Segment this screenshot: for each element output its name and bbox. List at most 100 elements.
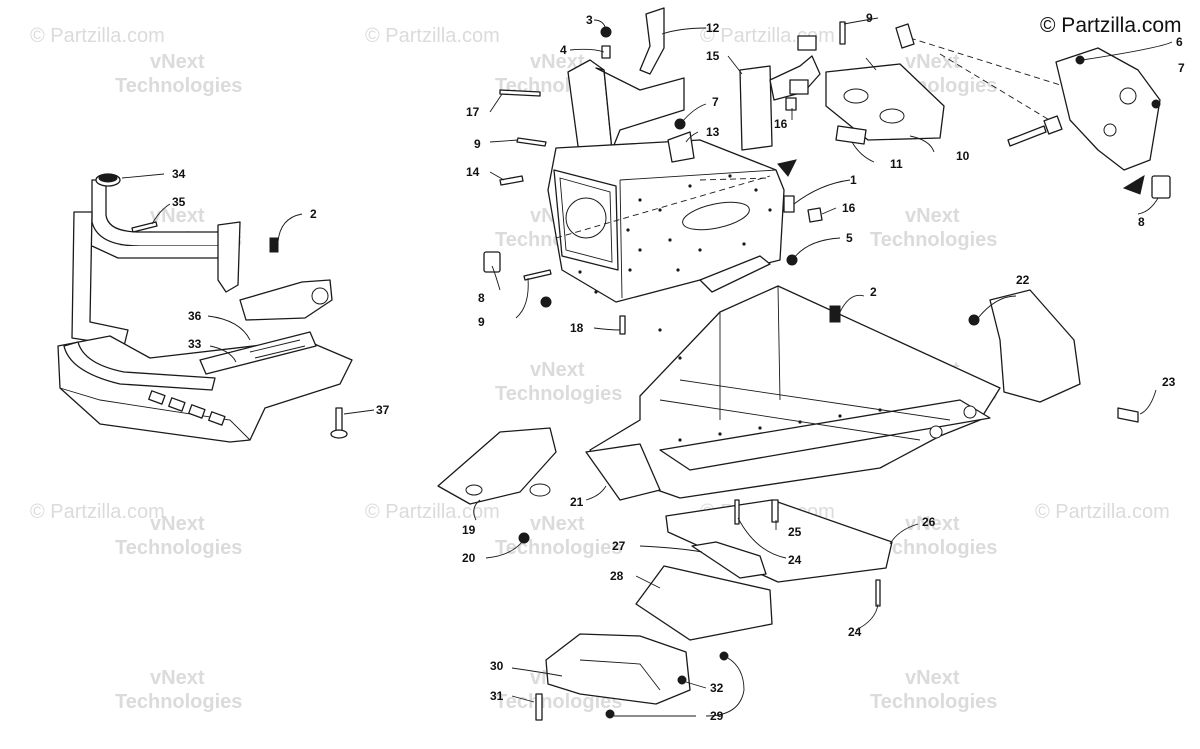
bulkhead-lower-lip: [699, 255, 771, 293]
callout-23: 23: [1162, 375, 1176, 389]
callout-36: 36: [188, 309, 202, 323]
bracket-19: [437, 427, 557, 505]
bumper-front-loop: [63, 341, 216, 391]
callout-16: 16: [842, 201, 856, 215]
callout-9: 9: [474, 137, 481, 151]
callout-7: 7: [712, 95, 719, 109]
frame-hole: [929, 425, 943, 439]
foam-pad-8: [483, 251, 501, 273]
watermark-brand: vNext: [905, 51, 960, 73]
callout-5: 5: [846, 231, 853, 245]
bolt-23: [1117, 407, 1139, 423]
watermark-brand: Technologies: [870, 537, 997, 559]
bolt-37-head: [330, 429, 348, 439]
watermark-brand: vNext: [905, 667, 960, 689]
bumper-support-arm: [239, 279, 333, 321]
rivet-24b: [875, 579, 881, 607]
bolt-17: [499, 89, 541, 97]
watermark-brand: Technologies: [495, 537, 622, 559]
guide-line: [555, 175, 771, 239]
watermark-brand: Technologies: [115, 537, 242, 559]
watermark-brand: vNext: [530, 359, 585, 381]
frame-rivets: [658, 328, 882, 442]
callout-21: 21: [570, 495, 584, 509]
callout-14: 14: [466, 165, 480, 179]
callout-35: 35: [172, 195, 186, 209]
belly-pan-assembly: [535, 499, 893, 721]
bumper-mount-hole: [311, 287, 329, 305]
bumper-side-bar: [71, 211, 129, 347]
wire-harness-15: [769, 55, 821, 101]
callout-19: 19: [462, 523, 476, 537]
callout-31: 31: [490, 689, 504, 703]
hinge-nut: [1043, 115, 1063, 135]
watermark-brand: vNext: [530, 513, 585, 535]
skid-plate-edge: [59, 387, 251, 441]
rivet-9b: [523, 269, 552, 281]
watermark-brand: Technologies: [495, 691, 622, 713]
skid-plate-28: [635, 565, 773, 641]
electrical-assembly: [739, 21, 945, 151]
hinge-bolt: [1007, 125, 1047, 147]
callout-2: 2: [870, 285, 877, 299]
hinge-hole: [1103, 123, 1117, 137]
bulkhead-rivets: [578, 174, 772, 294]
callout-27: 27: [612, 539, 626, 553]
screw-35: [131, 221, 158, 233]
clip-20: [518, 532, 530, 544]
nut-22: [968, 314, 980, 326]
watermark-site: © Partzilla.com: [1035, 501, 1170, 523]
frame-hole: [963, 405, 977, 419]
callout-16: 16: [774, 117, 788, 131]
foam-pad-8b: [1151, 175, 1171, 199]
bracket-12: [639, 7, 665, 75]
rivet-9: [516, 137, 547, 147]
direction-arrow: [777, 159, 797, 177]
guide-line: [939, 53, 1057, 125]
callout-10: 10: [956, 149, 970, 163]
callout-labels: 1 2 2 3 4 5 6 7 7 8 8 9 9 9 10 11 12 13 …: [172, 11, 1185, 723]
chassis-frame: [437, 285, 1139, 544]
headlight-inner-frame: [559, 177, 613, 263]
bracket-19-hole: [465, 484, 483, 496]
watermark-brand: vNext: [150, 51, 205, 73]
bumper-grab-bar: [199, 331, 317, 375]
side-bracket-22: [989, 289, 1081, 403]
bulkhead-oval-hole: [682, 201, 750, 231]
callout-11: 11: [890, 157, 903, 171]
watermark-brand: Technologies: [115, 75, 242, 97]
skid-plate-30: [545, 633, 691, 705]
callout-33: 33: [188, 337, 202, 351]
bolt-18: [619, 315, 626, 335]
watermark-brand: vNext: [530, 51, 585, 73]
callout-15: 15: [706, 49, 720, 63]
callout-13: 13: [706, 125, 720, 139]
callout-22: 22: [1016, 273, 1030, 287]
frame-upright: [719, 285, 781, 420]
frame-rail-line: [659, 399, 921, 441]
headlight-hole: [565, 197, 607, 239]
direction-arrow: [1122, 174, 1145, 195]
callout-17: 17: [466, 105, 480, 119]
callout-25: 25: [788, 525, 802, 539]
callout-8: 8: [478, 291, 485, 305]
callout-28: 28: [610, 569, 624, 583]
bracket-11: [835, 125, 867, 145]
bolt-31: [535, 693, 543, 721]
bulkhead-upper-panel: [595, 67, 685, 151]
frame-cross-member: [659, 399, 991, 471]
screw-9: [839, 21, 846, 45]
watermark-brand: Technologies: [870, 691, 997, 713]
bracket-27: [691, 541, 767, 579]
callout-4: 4: [560, 43, 567, 57]
callout-1: 1: [850, 173, 857, 187]
skid-slot: [168, 397, 186, 412]
callout-9: 9: [478, 315, 485, 329]
callout-34: 34: [172, 167, 186, 181]
bulkhead-seam: [619, 169, 777, 181]
bracket-13: [667, 131, 695, 163]
clip-1: [783, 195, 795, 213]
callout-8: 8: [1138, 215, 1145, 229]
connector-15a: [797, 35, 817, 51]
